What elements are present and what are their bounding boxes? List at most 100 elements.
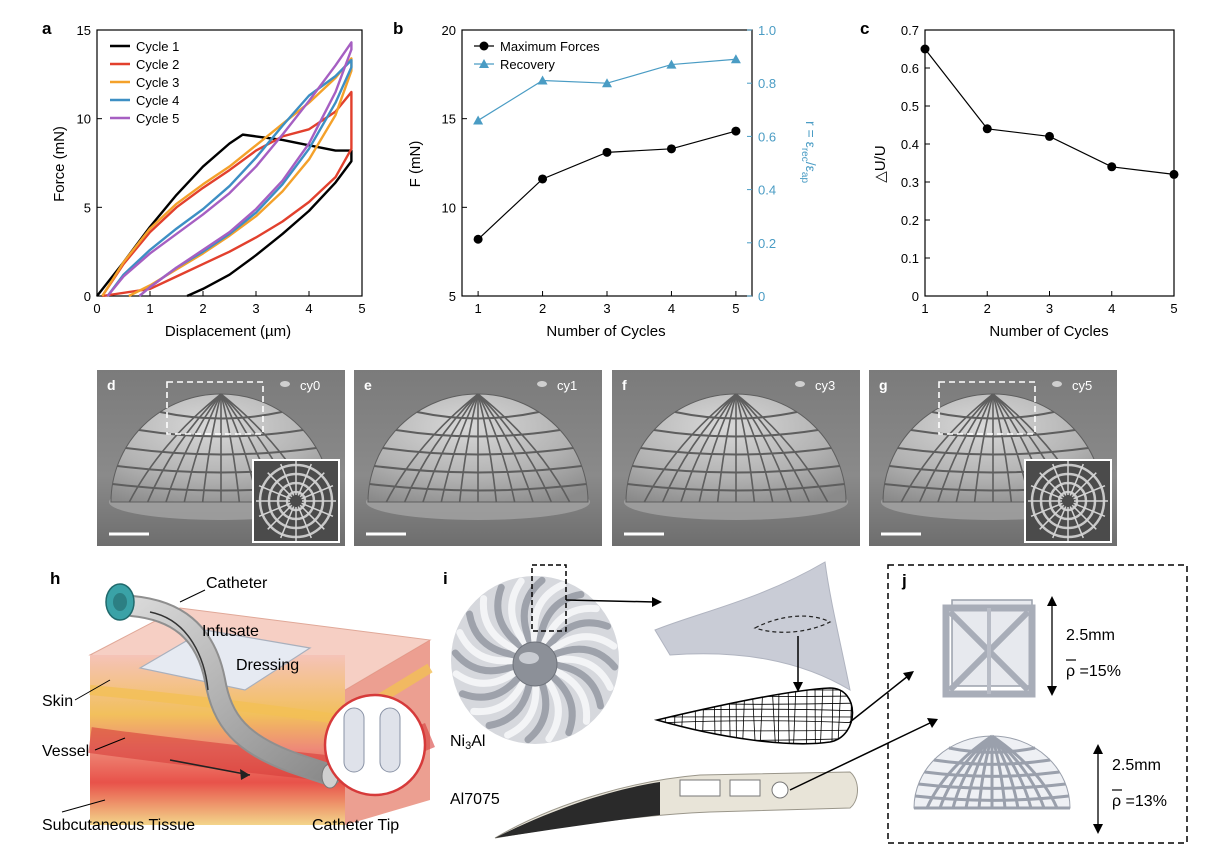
turbine-blade — [530, 581, 566, 646]
inset-spoke — [1039, 504, 1065, 530]
series-line — [477, 130, 737, 240]
dome-rib — [128, 393, 222, 503]
dome-rib — [220, 393, 241, 503]
x-tick-label: 0 — [93, 301, 100, 316]
y-tick-label: 0.1 — [901, 251, 919, 266]
turbine-blade — [547, 665, 591, 725]
zoom-region-box — [166, 381, 264, 435]
dome-rib — [964, 735, 994, 809]
panel-j-lattice-diagram: j 2.5mm ρ =15% 2.5mm ρ =13% — [789, 564, 1188, 844]
turbine-blade — [456, 629, 521, 665]
dome-rib — [937, 393, 994, 503]
panel-label-c: c — [860, 19, 869, 38]
section-arrow-head — [793, 682, 803, 692]
dome-rib — [422, 393, 479, 503]
x-tick-label: 1 — [921, 301, 928, 316]
flow-arrow-head — [240, 769, 250, 780]
dome-rib — [716, 393, 737, 503]
inset-spoke — [1073, 484, 1106, 500]
dome-rib — [735, 393, 774, 503]
inset-spoke — [267, 472, 293, 498]
dome-rib — [735, 393, 811, 503]
y-right-tick-label: 0.2 — [758, 236, 776, 251]
dome-rib — [735, 393, 829, 503]
y-tick-label: 15 — [442, 112, 456, 127]
dome-rib — [477, 393, 498, 503]
cell-wall — [657, 695, 853, 697]
y-axis-label: △U/U — [872, 145, 889, 182]
blade-callout-box — [531, 564, 567, 632]
dome-lattice — [913, 734, 1071, 810]
inset-spoke — [1071, 472, 1097, 498]
turbine-hub — [512, 641, 558, 687]
x-tick-label: 2 — [539, 301, 546, 316]
inset-spoke — [301, 502, 334, 518]
inset-spoke — [1039, 472, 1065, 498]
y-axis-right-label: r = εrec/εap — [799, 121, 819, 183]
inset-spoke — [1030, 484, 1063, 500]
x-tick-label: 3 — [603, 301, 610, 316]
flow-arrow — [169, 759, 251, 776]
dome-rib — [661, 393, 737, 503]
series-line-cycle-5 — [106, 41, 353, 297]
inset-spoke — [1073, 502, 1106, 518]
x-axis-label: Displacement (µm) — [165, 323, 291, 340]
turbine-blade — [452, 665, 523, 687]
x-tick-label: 5 — [358, 301, 365, 316]
x-tick-label: 3 — [252, 301, 259, 316]
dome-rib — [165, 393, 222, 503]
inset-spoke — [279, 463, 295, 496]
debris-particle — [1052, 381, 1062, 387]
dome-rib — [977, 735, 994, 809]
arrow-to-dome-head — [927, 718, 938, 728]
y-tick-label: 20 — [442, 23, 456, 38]
data-point — [666, 144, 676, 154]
wing-window-1 — [679, 779, 721, 797]
arrow-to-dome — [789, 721, 933, 791]
label-catheter-tip: Catheter Tip — [312, 817, 399, 834]
catheter-tip-lumen-2 — [379, 707, 401, 773]
label-al7075: Al7075 — [450, 791, 500, 808]
data-point — [473, 234, 483, 244]
data-point — [538, 174, 548, 184]
dome-rib — [146, 393, 222, 503]
y-tick-label: 5 — [449, 289, 456, 304]
y-right-tick-label: 1.0 — [758, 23, 776, 38]
dimension-arrow-1-bottom — [1047, 686, 1057, 696]
label-subcutaneous: Subcutaneous Tissue — [42, 817, 195, 834]
inset-spoke — [297, 463, 313, 496]
dimension-arrow-2-top — [1093, 744, 1103, 754]
dome-rib — [477, 393, 534, 503]
data-point — [920, 44, 930, 54]
zoom-region-box — [938, 381, 1036, 435]
label-ni3al-sub: 3 — [465, 740, 471, 752]
inset-spoke — [1030, 502, 1063, 518]
label-skin: Skin — [42, 693, 73, 710]
legend-label: Cycle 2 — [136, 57, 179, 72]
panel-label-h: h — [50, 569, 60, 588]
y-tick-label: 10 — [77, 112, 91, 127]
dome-rib — [440, 393, 479, 503]
dome-rib — [992, 393, 1013, 503]
sem-cycle-label: cy0 — [300, 378, 320, 393]
dome-rib — [201, 393, 222, 503]
series-line-cycle-2 — [101, 90, 353, 298]
catheter-tip-inset — [323, 693, 427, 797]
catheter-tip-lumen-1 — [343, 707, 365, 773]
panel-h-catheter-diagram: h Catheter Infusate Dressing Skin — [42, 569, 435, 834]
panel-label-j: j — [901, 571, 907, 590]
y-axis-label: F (mN) — [407, 141, 424, 188]
inset-spoke — [299, 472, 325, 498]
panel-label-a: a — [42, 19, 52, 38]
y-tick-label: 5 — [84, 200, 91, 215]
inset-spoke — [1051, 463, 1067, 496]
turbine-blade — [548, 645, 619, 671]
blade-surface — [654, 561, 851, 692]
series-line-cycle-3 — [101, 57, 353, 298]
x-tick-label: 4 — [668, 301, 675, 316]
y-tick-label: 0.7 — [901, 23, 919, 38]
